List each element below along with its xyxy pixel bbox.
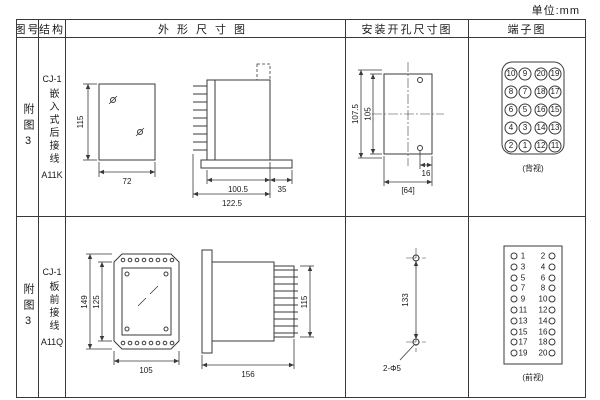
terminal-number: 12	[538, 305, 547, 314]
row1-terminal-cell: 10 9 20 19 8 7 18 17 6 5 16 15 4 3 14 13…	[469, 38, 585, 217]
view-label: (背视)	[522, 163, 544, 173]
row1-outline-cell: 115 72	[66, 38, 346, 217]
mounting-type-text: 板前接线	[47, 281, 58, 333]
terminal-number: 1	[520, 251, 525, 260]
terminal-number: 18	[538, 337, 547, 346]
terminal-diagram-back-view: 10 9 20 19 8 7 18 17 6 5 16 15 4 3 14 13…	[501, 61, 564, 173]
terminal-number: 13	[550, 123, 559, 132]
terminal-number: 12	[536, 141, 545, 150]
dim-label-depth: 156	[241, 370, 255, 379]
terminal-number: 3	[522, 123, 527, 132]
model-text: CJ-1	[42, 74, 62, 84]
terminal-number: 7	[522, 87, 527, 96]
dim-label-height: 115	[76, 115, 85, 128]
terminal-number: 9	[522, 69, 527, 78]
terminal-number: 3	[520, 262, 525, 271]
terminal-number: 6	[508, 105, 513, 114]
terminal-number: 5	[522, 105, 527, 114]
terminal-number: 4	[540, 262, 545, 271]
terminal-number: 1	[522, 141, 527, 150]
terminal-number: 20	[538, 348, 547, 357]
terminal-number: 9	[520, 294, 525, 303]
mounting-drawing-a11k: 107.5 105 16 [64]	[351, 62, 444, 195]
terminal-number: 19	[550, 69, 559, 78]
terminal-number: 17	[518, 337, 527, 346]
row1-structure: CJ-1 嵌入式后接线 A11K	[39, 38, 66, 217]
figure-no-text: 附图3	[22, 102, 34, 152]
terminal-number: 2	[508, 141, 513, 150]
terminal-number: 19	[518, 348, 527, 357]
header-outline: 外形尺寸图	[66, 20, 346, 38]
view-label: (前视)	[522, 372, 544, 382]
dim-label-width: 72	[122, 177, 131, 186]
terminal-number: 5	[520, 273, 525, 282]
terminal-number: 8	[540, 283, 545, 292]
header-mounting-label: 安装开孔尺寸图	[361, 23, 453, 36]
code-text: A11Q	[40, 337, 64, 347]
terminal-number: 15	[550, 105, 559, 114]
terminal-number: 13	[518, 316, 527, 325]
dim-label-inner-height: 125	[92, 294, 101, 308]
header-terminal: 端子图	[469, 20, 585, 38]
figure-no-text: 附图3	[22, 282, 34, 332]
header-outline-label: 外形尺寸图	[158, 23, 253, 36]
row1-mounting-cell: 107.5 105 16 [64]	[346, 38, 469, 217]
header-terminal-label: 端子图	[507, 23, 547, 36]
terminal-number: 2	[540, 251, 545, 260]
unit-label: 单位:mm	[531, 5, 580, 17]
terminal-number: 20	[536, 69, 545, 78]
dim-label-depth-total: 122.5	[221, 199, 242, 208]
row1-figure-no: 附图3	[17, 38, 39, 217]
terminal-number: 11	[550, 141, 559, 150]
dim-label-depth-body: 100.5	[227, 185, 248, 194]
code-text: A11K	[41, 170, 63, 180]
terminal-number: 10	[506, 69, 515, 78]
header-mounting: 安装开孔尺寸图	[346, 20, 469, 38]
terminal-number: 18	[536, 87, 545, 96]
header-figure-no-label: 图号	[17, 21, 38, 37]
model-text: CJ-1	[42, 267, 62, 277]
mounting-type-text: 嵌入式后接线	[47, 88, 58, 166]
terminal-number: 14	[538, 316, 547, 325]
dim-label-width: 105	[139, 366, 153, 375]
terminal-number: 6	[540, 273, 545, 282]
terminal-number: 17	[550, 87, 559, 96]
dim-label-hole-spec: 2-Φ5	[383, 364, 401, 373]
dim-label-outer-height: 107.5	[351, 103, 360, 124]
spec-table: 图号 结构 外形尺寸图 安装开孔尺寸图 端子图 附图3 CJ-1 嵌入式后接线 …	[16, 19, 586, 398]
dim-label-height: 149	[80, 294, 89, 308]
outline-drawing-a11q: 149 125 105	[80, 249, 314, 379]
terminal-number: 8	[508, 87, 513, 96]
row2-structure: CJ-1 板前接线 A11Q	[39, 217, 66, 397]
row2-outline-cell: 149 125 105	[66, 217, 346, 397]
dim-label-hole-offset: 16	[422, 169, 431, 178]
mounting-drawing-a11q: 133 2-Φ5	[383, 247, 426, 373]
terminal-number: 10	[538, 294, 547, 303]
outline-drawing-a11k: 115 72	[76, 63, 292, 208]
row2-figure-no: 附图3	[17, 217, 39, 397]
dim-label-side-height: 115	[300, 295, 309, 308]
terminal-number: 15	[518, 327, 527, 336]
terminal-number: 4	[508, 123, 513, 132]
header-structure: 结构	[39, 20, 66, 38]
dim-label-inner-height: 105	[364, 107, 373, 121]
terminal-number: 7	[520, 283, 525, 292]
row2-mounting-cell: 133 2-Φ5	[346, 217, 469, 397]
dim-label-flange: 35	[277, 185, 286, 194]
header-structure-label: 结构	[39, 23, 65, 36]
header-figure-no: 图号	[17, 20, 39, 38]
terminal-number: 14	[536, 123, 545, 132]
terminal-number: 16	[536, 105, 545, 114]
terminal-number: 11	[518, 305, 527, 314]
terminal-number: 16	[538, 327, 547, 336]
dim-label-hole-distance: 133	[401, 292, 410, 306]
dim-label-width-bracket: [64]	[401, 186, 414, 195]
